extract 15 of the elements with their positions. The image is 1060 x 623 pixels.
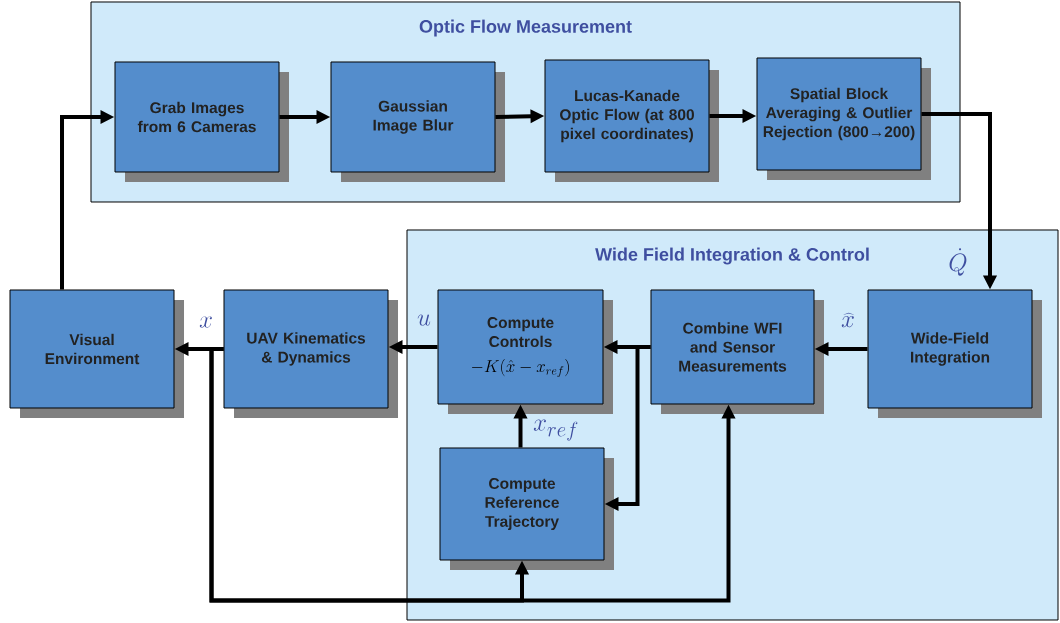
process-box: Compute Controls $-K(\hat{x} - x_{ref})$ — [437, 289, 613, 414]
process-box: Lucas-Kanade Optic Flow (at 800 pixel coordinates) — [544, 59, 719, 182]
edge-label: $u$ — [417, 314, 431, 326]
process-box: Visual Environment — [9, 289, 184, 418]
edge-label: $\dot{Q}$ — [949, 248, 967, 276]
process-box: Compute Reference Trajectory — [439, 447, 614, 570]
edge-label: $\widehat{x}$ — [841, 312, 854, 328]
process-box: UAV Kinematics & Dynamics — [223, 289, 398, 418]
edge-label: $x$ — [199, 316, 212, 328]
process-box: Grab Images from 6 Cameras — [114, 61, 289, 182]
process-box: Spatial Block Averaging & Outlier Rejection (800→200) — [756, 57, 931, 180]
process-box: Combine WFI and Sensor Measurements — [650, 289, 824, 414]
edge-label: $x_{ref}$ — [533, 419, 578, 441]
process-box: Gaussian Image Blur — [330, 61, 505, 182]
process-box: Wide-Field Integration — [867, 289, 1042, 418]
